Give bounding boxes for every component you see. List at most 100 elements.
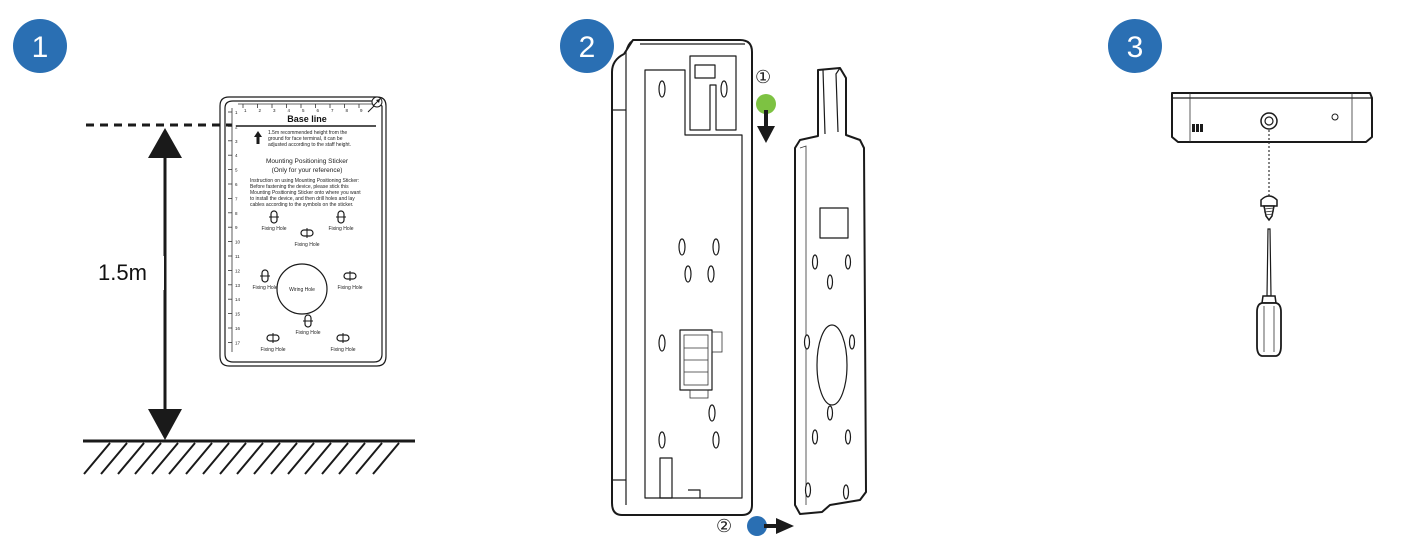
sticker-instruction-line-3: Mounting Positioning Sticker onto where …: [250, 190, 361, 196]
ruler-side-label: 6: [235, 182, 238, 187]
sticker-note-line-2: ground for face terminal, it can be: [268, 136, 343, 142]
hatch-line: [219, 442, 247, 475]
fixing-hole-label: Fixing Hole: [337, 285, 362, 291]
fixing-hole-label: Fixing Hole: [260, 347, 285, 353]
ground-hatch: [83, 439, 415, 475]
ruler-top-label: 5: [302, 108, 305, 113]
step-2-number: 2: [579, 31, 596, 64]
corner-arrow-icon: [367, 96, 383, 113]
ruler-top-label: 6: [317, 108, 320, 113]
fixing-hole-symbol: Fixing Hole: [294, 228, 320, 248]
device-oval-hole: [678, 238, 686, 256]
ruler-top-label: 4: [288, 108, 291, 113]
hatch-line: [253, 442, 281, 475]
ruler-top-label: 1: [244, 108, 247, 113]
fixing-hole-label: Fixing Hole: [294, 242, 319, 248]
marker-1-label: ①: [755, 67, 771, 88]
ruler-side-label: 9: [235, 225, 238, 230]
ruler-top-label: 9: [360, 108, 363, 113]
ruler-top-label: 3: [273, 108, 276, 113]
ruler-side-label: 2: [235, 124, 238, 129]
ruler-side-label: 3: [235, 139, 238, 144]
plate-oval-hole: [826, 274, 834, 290]
step-1-badge: 1: [13, 19, 67, 73]
device-connector: [679, 329, 723, 399]
plate-oval-hole: [811, 429, 819, 445]
hatch-line: [372, 442, 400, 475]
fixing-hole-symbol: Fixing Hole: [328, 210, 354, 232]
device-oval-hole: [684, 265, 692, 283]
fixing-hole-symbol: Fixing Hole: [252, 269, 278, 291]
ruler-top-label: 7: [331, 108, 334, 113]
sticker-instruction-line-5: cables according to the symbols on the s…: [250, 202, 353, 208]
step-2-badge: 2: [560, 19, 614, 73]
hatch-line: [100, 442, 128, 475]
device-oval-hole: [658, 80, 666, 98]
hatch-line: [287, 442, 315, 475]
step-marker-2: ②: [716, 516, 794, 537]
ruler-side-label: 11: [235, 254, 240, 259]
hatch-line: [304, 442, 332, 475]
device-oval-hole: [708, 404, 716, 422]
fixing-hole-symbol: Fixing Hole: [337, 271, 363, 291]
fixing-hole-symbol: Fixing Hole: [260, 333, 286, 353]
ruler-side-label: 15: [235, 312, 241, 317]
hatch-line: [168, 442, 196, 475]
wiring-hole: Wiring Hole: [276, 263, 328, 315]
step-marker-1: ①: [755, 67, 776, 143]
marker-2-label: ②: [716, 516, 732, 537]
fixing-hole-symbol: Fixing Hole: [330, 333, 356, 353]
ruler-side-label: 1: [235, 110, 238, 115]
hatch-line: [117, 442, 145, 475]
plate-oval-hole: [803, 334, 811, 350]
step-2-panel: ① ②: [611, 39, 867, 537]
vent-grille: [1192, 124, 1203, 132]
ruler-side-label: 17: [235, 340, 241, 345]
fixing-hole-label: Fixing Hole: [252, 285, 277, 291]
screwdriver-icon: [1256, 228, 1282, 357]
arrow-down-head: [148, 409, 182, 440]
device-oval-hole: [658, 334, 666, 352]
blue-dot: [747, 516, 767, 536]
ruler-side-label: 7: [235, 196, 238, 201]
fixing-hole-symbol: Fixing Hole: [295, 314, 321, 336]
sticker-note-line-3: adjusted according to the staff height.: [268, 142, 351, 148]
arrow-right-icon: [776, 518, 794, 534]
device-bottom-view: [1171, 92, 1373, 143]
sticker-instruction-line-4: to install the device, and then drill ho…: [250, 196, 355, 202]
small-up-arrow-icon: [254, 131, 262, 144]
height-label: 1.5m: [98, 260, 147, 285]
screw-icon: [1260, 195, 1278, 222]
fixing-hole-label: Fixing Hole: [295, 330, 320, 336]
ruler-side-label: 12: [235, 268, 241, 273]
hatch-line: [270, 442, 298, 475]
arrow-up-head: [148, 128, 182, 158]
sticker-instruction-line-1: Instruction on using Mounting Positionin…: [250, 178, 359, 184]
plate-oval-hole: [844, 254, 852, 270]
fixing-hole-symbol: Fixing Hole: [261, 210, 287, 232]
hatch-line: [151, 442, 179, 475]
sticker-title: Base line: [287, 114, 327, 124]
ruler-side-label: 4: [235, 153, 238, 158]
sticker-heading-line-1: Mounting Positioning Sticker: [266, 158, 349, 165]
ruler-side-label: 13: [235, 283, 241, 288]
plate-oval-hole: [848, 334, 856, 350]
hatch-line: [185, 442, 213, 475]
plate-oval-hole: [844, 429, 852, 445]
hatch-line: [236, 442, 264, 475]
sticker-note-line-1: 1.5m recommended height from the: [268, 130, 347, 136]
device-oval-hole: [720, 80, 728, 98]
hatch-line: [321, 442, 349, 475]
ruler-side-label: 16: [235, 326, 241, 331]
plate-oval-hole: [811, 254, 819, 270]
fixing-hole-label: Fixing Hole: [261, 226, 286, 232]
arrow-down-icon: [757, 126, 775, 143]
hatch-line: [83, 442, 111, 475]
device-oval-hole: [712, 431, 720, 449]
device-oval-hole: [707, 265, 715, 283]
ruler-side-label: 5: [235, 168, 238, 173]
hatch-line: [355, 442, 383, 475]
step-3-badge: 3: [1108, 19, 1162, 73]
